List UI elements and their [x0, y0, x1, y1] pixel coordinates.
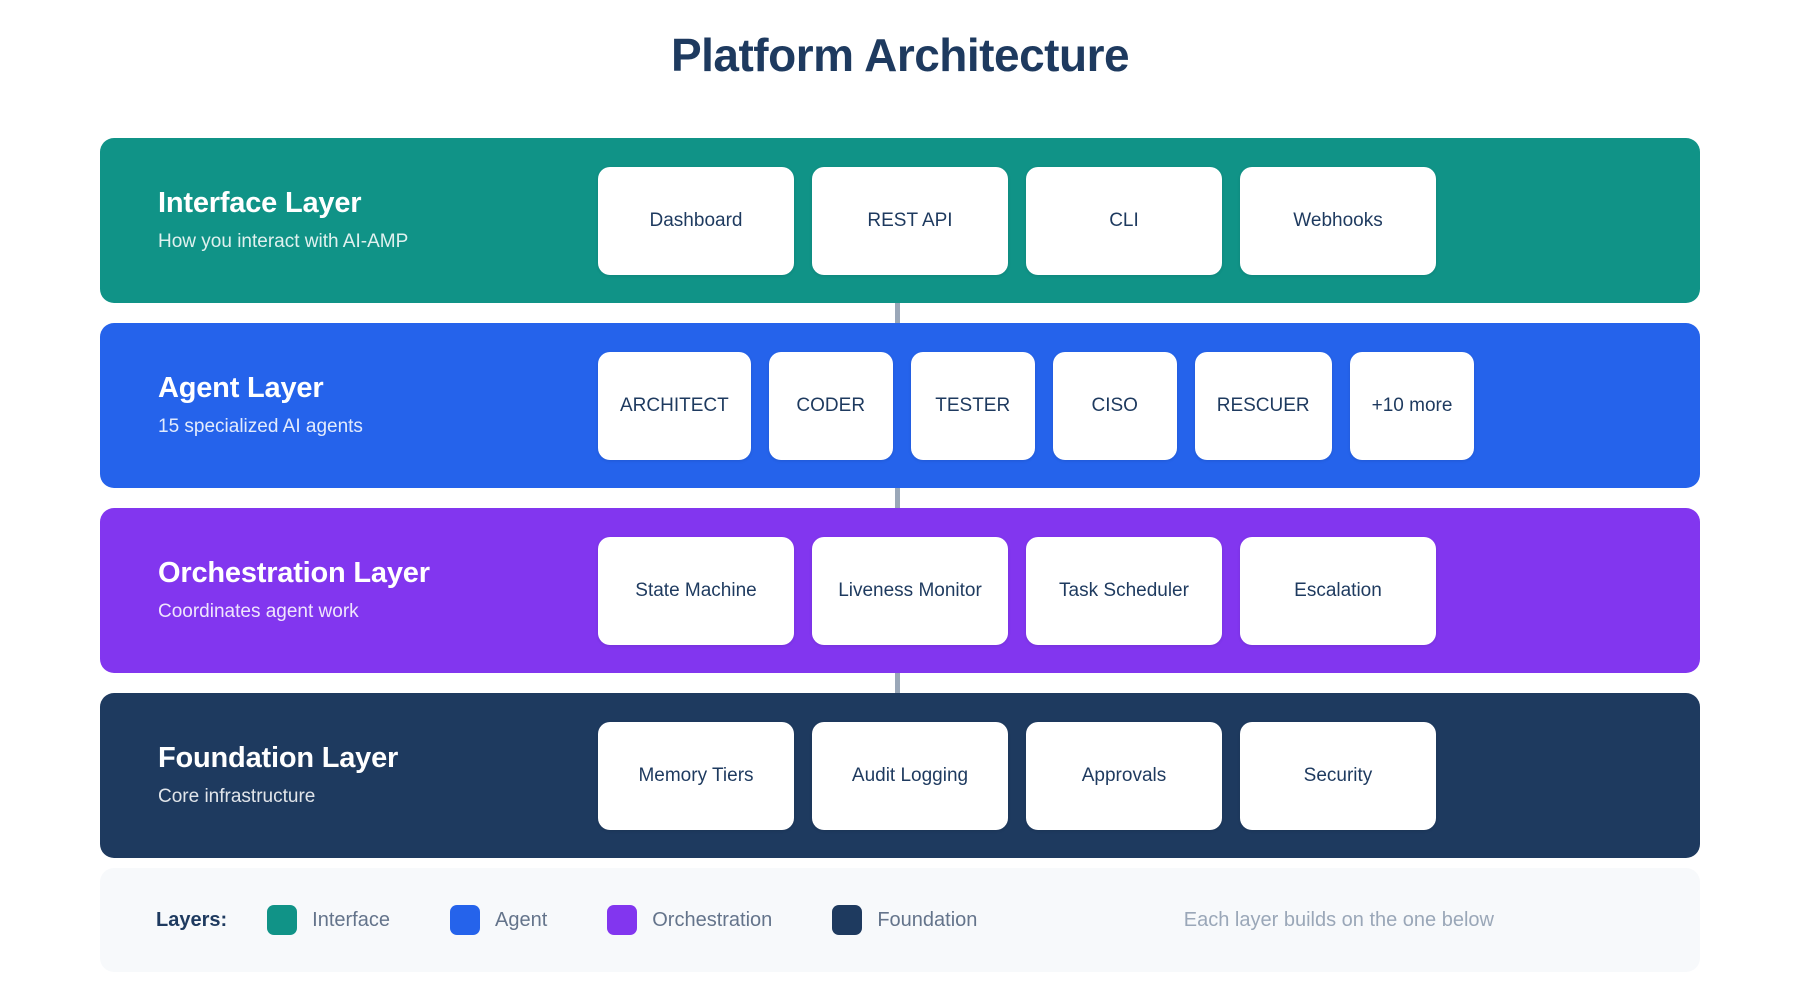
- chip-security[interactable]: Security: [1240, 721, 1436, 830]
- chip-audit-logging[interactable]: Audit Logging: [812, 721, 1008, 830]
- chip-memory-tiers[interactable]: Memory Tiers: [598, 721, 794, 830]
- layer-interface[interactable]: Interface Layer How you interact with AI…: [100, 138, 1700, 303]
- layer-foundation-labels: Foundation Layer Core infrastructure: [158, 741, 598, 809]
- layer-connector-interface-agent: [895, 303, 900, 325]
- chip-architect[interactable]: ARCHITECT: [598, 351, 751, 460]
- layer-interface-title: Interface Layer: [158, 187, 362, 220]
- legend-hint: Each layer builds on the one below: [1183, 908, 1494, 931]
- chip-webhooks[interactable]: Webhooks: [1240, 166, 1436, 275]
- layer-stack: Interface Layer How you interact with AI…: [100, 138, 1700, 858]
- legend-label-agent: Agent: [494, 908, 548, 931]
- legend-label-orchestration: Orchestration: [652, 908, 773, 931]
- layer-interface-description: How you interact with AI-AMP: [158, 231, 409, 253]
- chip-dashboard[interactable]: Dashboard: [598, 166, 794, 275]
- layer-foundation-chips: Memory Tiers Audit Logging Approvals Sec…: [598, 721, 1676, 830]
- page-title: Platform Architecture: [670, 29, 1130, 81]
- layer-connector-agent-orchestration: [895, 488, 900, 510]
- chip-liveness-monitor[interactable]: Liveness Monitor: [812, 536, 1008, 645]
- legend-swatch-agent-icon: [449, 905, 480, 935]
- layer-orchestration[interactable]: Orchestration Layer Coordinates agent wo…: [100, 508, 1700, 673]
- chip-approvals[interactable]: Approvals: [1026, 721, 1222, 830]
- chip-rest-api[interactable]: REST API: [812, 166, 1008, 275]
- layer-agent-chips: ARCHITECT CODER TESTER CISO RESCUER +10 …: [598, 351, 1676, 460]
- legend-item-orchestration: Orchestration: [607, 905, 772, 935]
- legend-item-agent: Agent: [449, 905, 548, 935]
- chip-escalation[interactable]: Escalation: [1240, 536, 1436, 645]
- legend-item-foundation: Foundation: [832, 905, 977, 935]
- layer-agent[interactable]: Agent Layer 15 specialized AI agents ARC…: [100, 323, 1700, 488]
- legend-swatch-orchestration-icon: [607, 905, 638, 935]
- legend-swatch-foundation-icon: [832, 905, 863, 935]
- legend-label-interface: Interface: [312, 908, 390, 931]
- layer-orchestration-description: Coordinates agent work: [158, 601, 359, 623]
- layer-agent-labels: Agent Layer 15 specialized AI agents: [158, 371, 598, 439]
- layer-orchestration-chips: State Machine Liveness Monitor Task Sche…: [598, 536, 1676, 645]
- legend-title: Layers:: [156, 908, 228, 931]
- chip-coder[interactable]: CODER: [768, 351, 893, 460]
- legend: Layers: Interface Agent Orchestration Fo…: [100, 868, 1700, 972]
- legend-swatch-interface-icon: [267, 905, 298, 935]
- legend-item-interface: Interface: [267, 905, 390, 935]
- chip-cli[interactable]: CLI: [1026, 166, 1222, 275]
- chip-more-agents[interactable]: +10 more: [1349, 351, 1475, 460]
- layer-agent-description: 15 specialized AI agents: [158, 416, 363, 438]
- layer-connector-orchestration-foundation: [895, 673, 900, 695]
- layer-foundation-description: Core infrastructure: [158, 786, 316, 808]
- legend-label-foundation: Foundation: [877, 908, 978, 931]
- layer-interface-labels: Interface Layer How you interact with AI…: [158, 186, 598, 254]
- layer-interface-chips: Dashboard REST API CLI Webhooks: [598, 166, 1676, 275]
- layer-orchestration-title: Orchestration Layer: [158, 557, 430, 590]
- layer-foundation-title: Foundation Layer: [158, 742, 399, 775]
- chip-task-scheduler[interactable]: Task Scheduler: [1026, 536, 1222, 645]
- layer-foundation[interactable]: Foundation Layer Core infrastructure Mem…: [100, 693, 1700, 858]
- chip-rescuer[interactable]: RESCUER: [1194, 351, 1332, 460]
- chip-tester[interactable]: TESTER: [910, 351, 1035, 460]
- layer-agent-title: Agent Layer: [158, 372, 324, 405]
- layer-orchestration-labels: Orchestration Layer Coordinates agent wo…: [158, 556, 598, 624]
- chip-state-machine[interactable]: State Machine: [598, 536, 794, 645]
- chip-ciso[interactable]: CISO: [1052, 351, 1177, 460]
